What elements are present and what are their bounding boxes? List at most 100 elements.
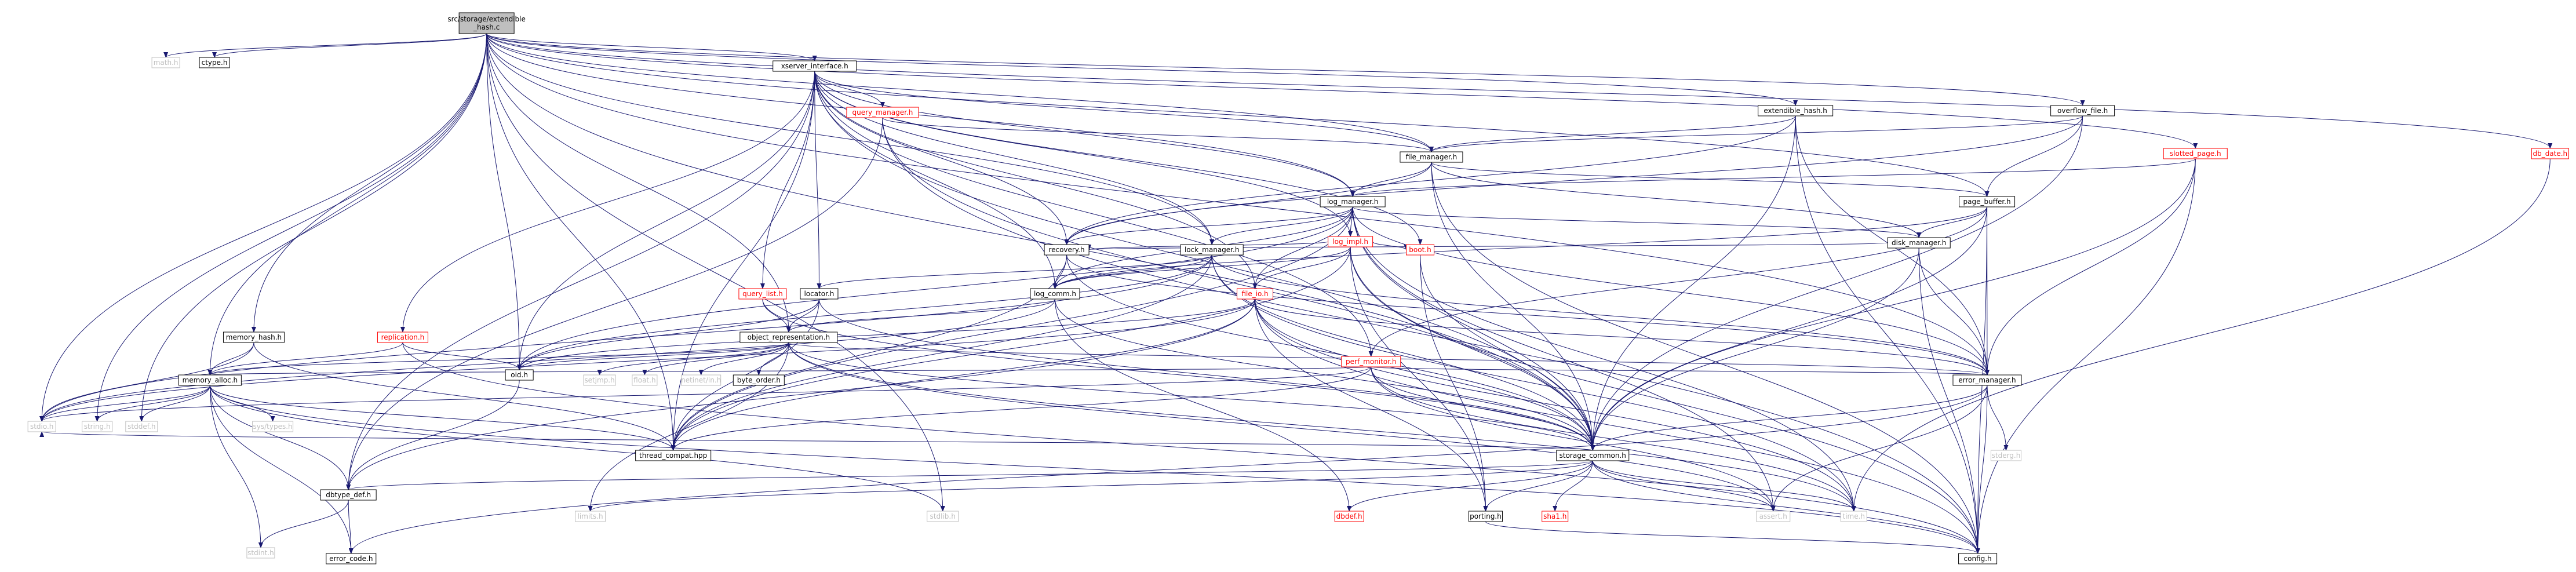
node-error_code[interactable]: error_code.h [326, 553, 377, 564]
edge-root-to-db_date [486, 33, 2553, 149]
edge-recovery-to-error_manager [1066, 254, 1990, 376]
node-dbtype_def[interactable]: dbtype_def.h [320, 489, 377, 501]
node-box-porting [1468, 511, 1503, 522]
node-box-file_manager [1400, 151, 1463, 163]
node-label-locator: locator.h [804, 290, 834, 298]
edge-disk_manager-to-recovery [1088, 242, 1888, 250]
node-memory_alloc[interactable]: memory_alloc.h [178, 374, 242, 386]
node-label-overflow_file: overflow_file.h [2057, 107, 2108, 115]
node-porting[interactable]: porting.h [1468, 511, 1503, 522]
edge-log_impl-to-log_comm [1052, 246, 1351, 289]
edge-xserver-to-recovery [814, 71, 1069, 245]
edge-root-to-stdlib [486, 33, 945, 512]
edge-xserver-to-log_manager [814, 71, 1356, 197]
node-box-netinet_in [681, 374, 722, 386]
node-box-overflow_file [2050, 105, 2115, 116]
node-label-string: string.h [84, 422, 111, 431]
edge-storage_common-to-assert [1592, 460, 1776, 512]
edge-page_buffer-to-disk_manager [1916, 206, 1988, 238]
edge-storage_common-to-limits [588, 460, 1593, 512]
node-root[interactable]: src/storage/extendible_hash.c [447, 12, 526, 34]
edge-error_manager-to-stderg [1987, 385, 2009, 451]
node-overflow_file[interactable]: overflow_file.h [2050, 105, 2115, 116]
node-recovery[interactable]: recovery.h [1044, 244, 1090, 256]
node-boot[interactable]: boot.h [1406, 244, 1435, 256]
node-lock_manager[interactable]: lock_manager.h [1180, 244, 1244, 256]
edge-lock_manager-to-storage_common [1211, 254, 1595, 451]
node-label-root: src/storage/extendible [447, 15, 525, 23]
node-query_list[interactable]: query_list.h [738, 288, 787, 300]
edge-file_manager-to-recovery [1064, 162, 1432, 245]
node-dbdef[interactable]: dbdef.h [1334, 511, 1364, 522]
edge-storage_common-to-time [1592, 460, 1856, 512]
edge-log_manager-to-lock_manager [1209, 206, 1353, 245]
node-box-log_impl [1328, 236, 1373, 247]
edge-root-to-memory_alloc [207, 33, 487, 376]
node-label-page_buffer: page_buffer.h [1963, 198, 2011, 206]
node-xserver[interactable]: xserver_interface.h [773, 60, 857, 72]
edge-file_io-to-dbtype_def [346, 298, 1256, 490]
edge-file_manager-to-disk_manager [1431, 162, 1922, 238]
node-locator[interactable]: locator.h [800, 288, 839, 300]
edge-object_rep-to-float [642, 342, 789, 376]
node-page_buffer[interactable]: page_buffer.h [1959, 196, 2016, 207]
node-label-query_list: query_list.h [742, 290, 783, 298]
node-label-stddef: stddef.h [127, 422, 155, 431]
edge-xserver-to-replication [400, 71, 815, 333]
node-box-object_rep [739, 331, 838, 343]
edge-file_manager-to-log_manager [1350, 162, 1432, 197]
node-log_comm[interactable]: log_comm.h [1030, 288, 1080, 300]
node-label-math: math.h [154, 59, 178, 67]
edge-oid-to-dbtype_def [346, 380, 520, 490]
node-byte_order[interactable]: byte_order.h [733, 374, 785, 386]
node-stdint: stdint.h [246, 547, 275, 559]
node-file_io[interactable]: file_io.h [1237, 288, 1274, 300]
node-file_manager[interactable]: file_manager.h [1400, 151, 1463, 163]
node-log_manager[interactable]: log_manager.h [1320, 196, 1386, 207]
node-log_impl[interactable]: log_impl.h [1328, 236, 1373, 247]
node-error_manager[interactable]: error_manager.h [1952, 374, 2022, 386]
node-box-thread_compat [635, 450, 712, 461]
node-label-thread_compat: thread_compat.hpp [639, 451, 707, 460]
node-sha1[interactable]: sha1.h [1542, 511, 1569, 522]
edge-storage_common-to-sha1 [1553, 460, 1593, 512]
edge-disk_manager-to-error_manager [1918, 247, 1990, 376]
edge-memory_alloc-to-sys_types [209, 385, 275, 422]
node-oid[interactable]: oid.h [505, 369, 534, 381]
node-box-xserver [773, 60, 857, 72]
edge-perf_monitor-to-thread_compat [671, 366, 1372, 451]
node-memory_hash[interactable]: memory_hash.h [223, 331, 285, 343]
node-box-stderg [1990, 450, 2021, 461]
node-replication[interactable]: replication.h [377, 331, 428, 343]
node-box-string [82, 421, 113, 432]
edge-root-to-memory_hash [251, 33, 487, 333]
edge-perf_monitor-to-assert [1371, 366, 1776, 512]
node-ctype[interactable]: ctype.h [199, 57, 230, 68]
node-perf_monitor[interactable]: perf_monitor.h [1341, 356, 1401, 367]
edge-slotted_page-to-config [1975, 158, 2196, 554]
edge-file_manager-to-page_buffer [1431, 162, 1990, 197]
node-box-setjmp [583, 374, 616, 386]
node-box-dbtype_def [320, 489, 377, 501]
node-box-replication [377, 331, 428, 343]
node-stderg: stderg.h [1990, 450, 2021, 461]
node-string: string.h [82, 421, 113, 432]
node-db_date[interactable]: db_date.h [2531, 148, 2569, 159]
edge-page_buffer-to-perf_monitor [1368, 206, 1988, 357]
node-disk_manager[interactable]: disk_manager.h [1887, 237, 1951, 249]
edge-object_rep-to-time [788, 342, 1856, 512]
node-extendible_hash[interactable]: extendible_hash.h [1758, 105, 1834, 116]
edge-root-to-page_buffer [486, 33, 1990, 197]
node-slotted_page[interactable]: slotted_page.h [2163, 148, 2228, 159]
node-config[interactable]: config.h [1958, 553, 1998, 564]
node-box-query_list [738, 288, 787, 300]
edge-perf_monitor-to-stdio [39, 366, 1372, 422]
node-box-sha1 [1542, 511, 1569, 522]
node-query_manager[interactable]: query_manager.h [846, 107, 919, 118]
node-label-object_rep: object_representation.h [748, 333, 830, 341]
edge-porting-to-config [1485, 521, 1980, 554]
edge-query_manager-to-dbtype_def [346, 117, 883, 490]
node-object_rep[interactable]: object_representation.h [739, 331, 838, 343]
node-thread_compat[interactable]: thread_compat.hpp [635, 450, 712, 461]
node-storage_common[interactable]: storage_common.h [1556, 450, 1630, 461]
